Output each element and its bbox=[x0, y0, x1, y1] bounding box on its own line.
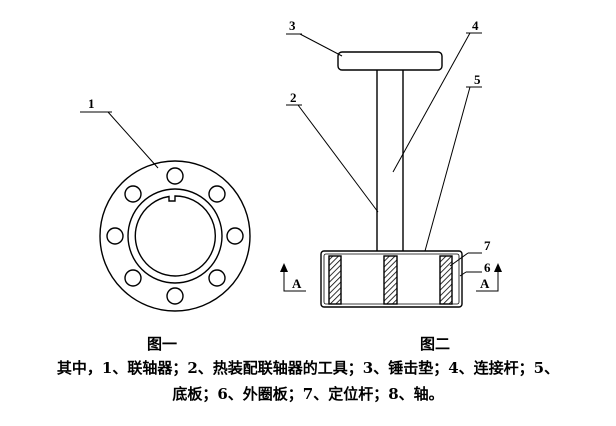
label-3: 3 bbox=[289, 18, 296, 33]
label-1: 1 bbox=[88, 96, 95, 111]
figure2-caption: 图二 bbox=[420, 335, 451, 353]
bolt-holes bbox=[106, 167, 244, 305]
hammer-pad bbox=[337, 51, 443, 71]
label-5: 5 bbox=[474, 72, 481, 87]
positioning-rod bbox=[328, 255, 342, 305]
positioning-rod bbox=[439, 255, 453, 305]
label-4: 4 bbox=[472, 18, 479, 33]
label-2: 2 bbox=[290, 90, 297, 105]
description-line-1: 其中，1、联轴器；2、热装配联轴器的工具；3、锤击垫；4、连接杆；5、 bbox=[56, 359, 560, 377]
figure1-caption: 图一 bbox=[147, 335, 178, 353]
positioning-rod bbox=[383, 255, 398, 305]
description-line-2: 底板；6、外圈板；7、定位杆；8、轴。 bbox=[172, 385, 444, 403]
coupling-front-view bbox=[80, 111, 251, 312]
label-6: 6 bbox=[484, 260, 491, 275]
tool-side-view bbox=[280, 32, 502, 308]
base-plate bbox=[320, 250, 463, 308]
section-marker-left: A bbox=[292, 276, 302, 291]
section-marker-right: A bbox=[480, 276, 490, 291]
label-7: 7 bbox=[484, 238, 491, 253]
